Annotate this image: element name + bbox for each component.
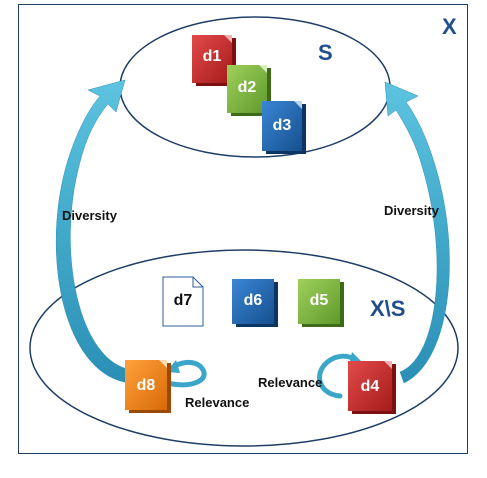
doc-d8-label: d8 [136,377,156,394]
universe-frame [18,4,468,454]
relevance-right-label: Relevance [258,375,323,390]
doc-d7-label: d7 [173,292,193,309]
relevance-left-label: Relevance [185,395,250,410]
set-x-minus-s-label: X\S [370,296,406,321]
doc-d4-label: d4 [360,378,380,395]
doc-d7-icon [162,276,204,327]
universe-label: X [442,14,457,39]
doc-d1-label: d1 [202,48,222,65]
doc-d2-label: d2 [237,79,257,96]
doc-d3-label: d3 [272,117,292,134]
doc-d4-icon [348,361,396,414]
doc-d6-label: d6 [243,292,263,309]
doc-d3-icon [262,101,306,154]
doc-d1-icon [192,35,236,86]
diversity-left-label: Diversity [62,208,117,223]
doc-d6-icon [232,279,278,327]
set-s-label: S [318,40,333,65]
diversity-arrow-left [55,79,133,384]
doc-d5-icon [298,279,344,327]
relevance-loop-right [317,353,359,399]
doc-d2-icon [227,65,271,116]
set-x-minus-s-ellipse [29,249,459,447]
relevance-loop-left [161,359,207,388]
diversity-arrow-right [384,81,450,384]
doc-d5-label: d5 [309,292,329,309]
diversity-right-label: Diversity [384,203,439,218]
doc-d8-icon [125,360,171,413]
